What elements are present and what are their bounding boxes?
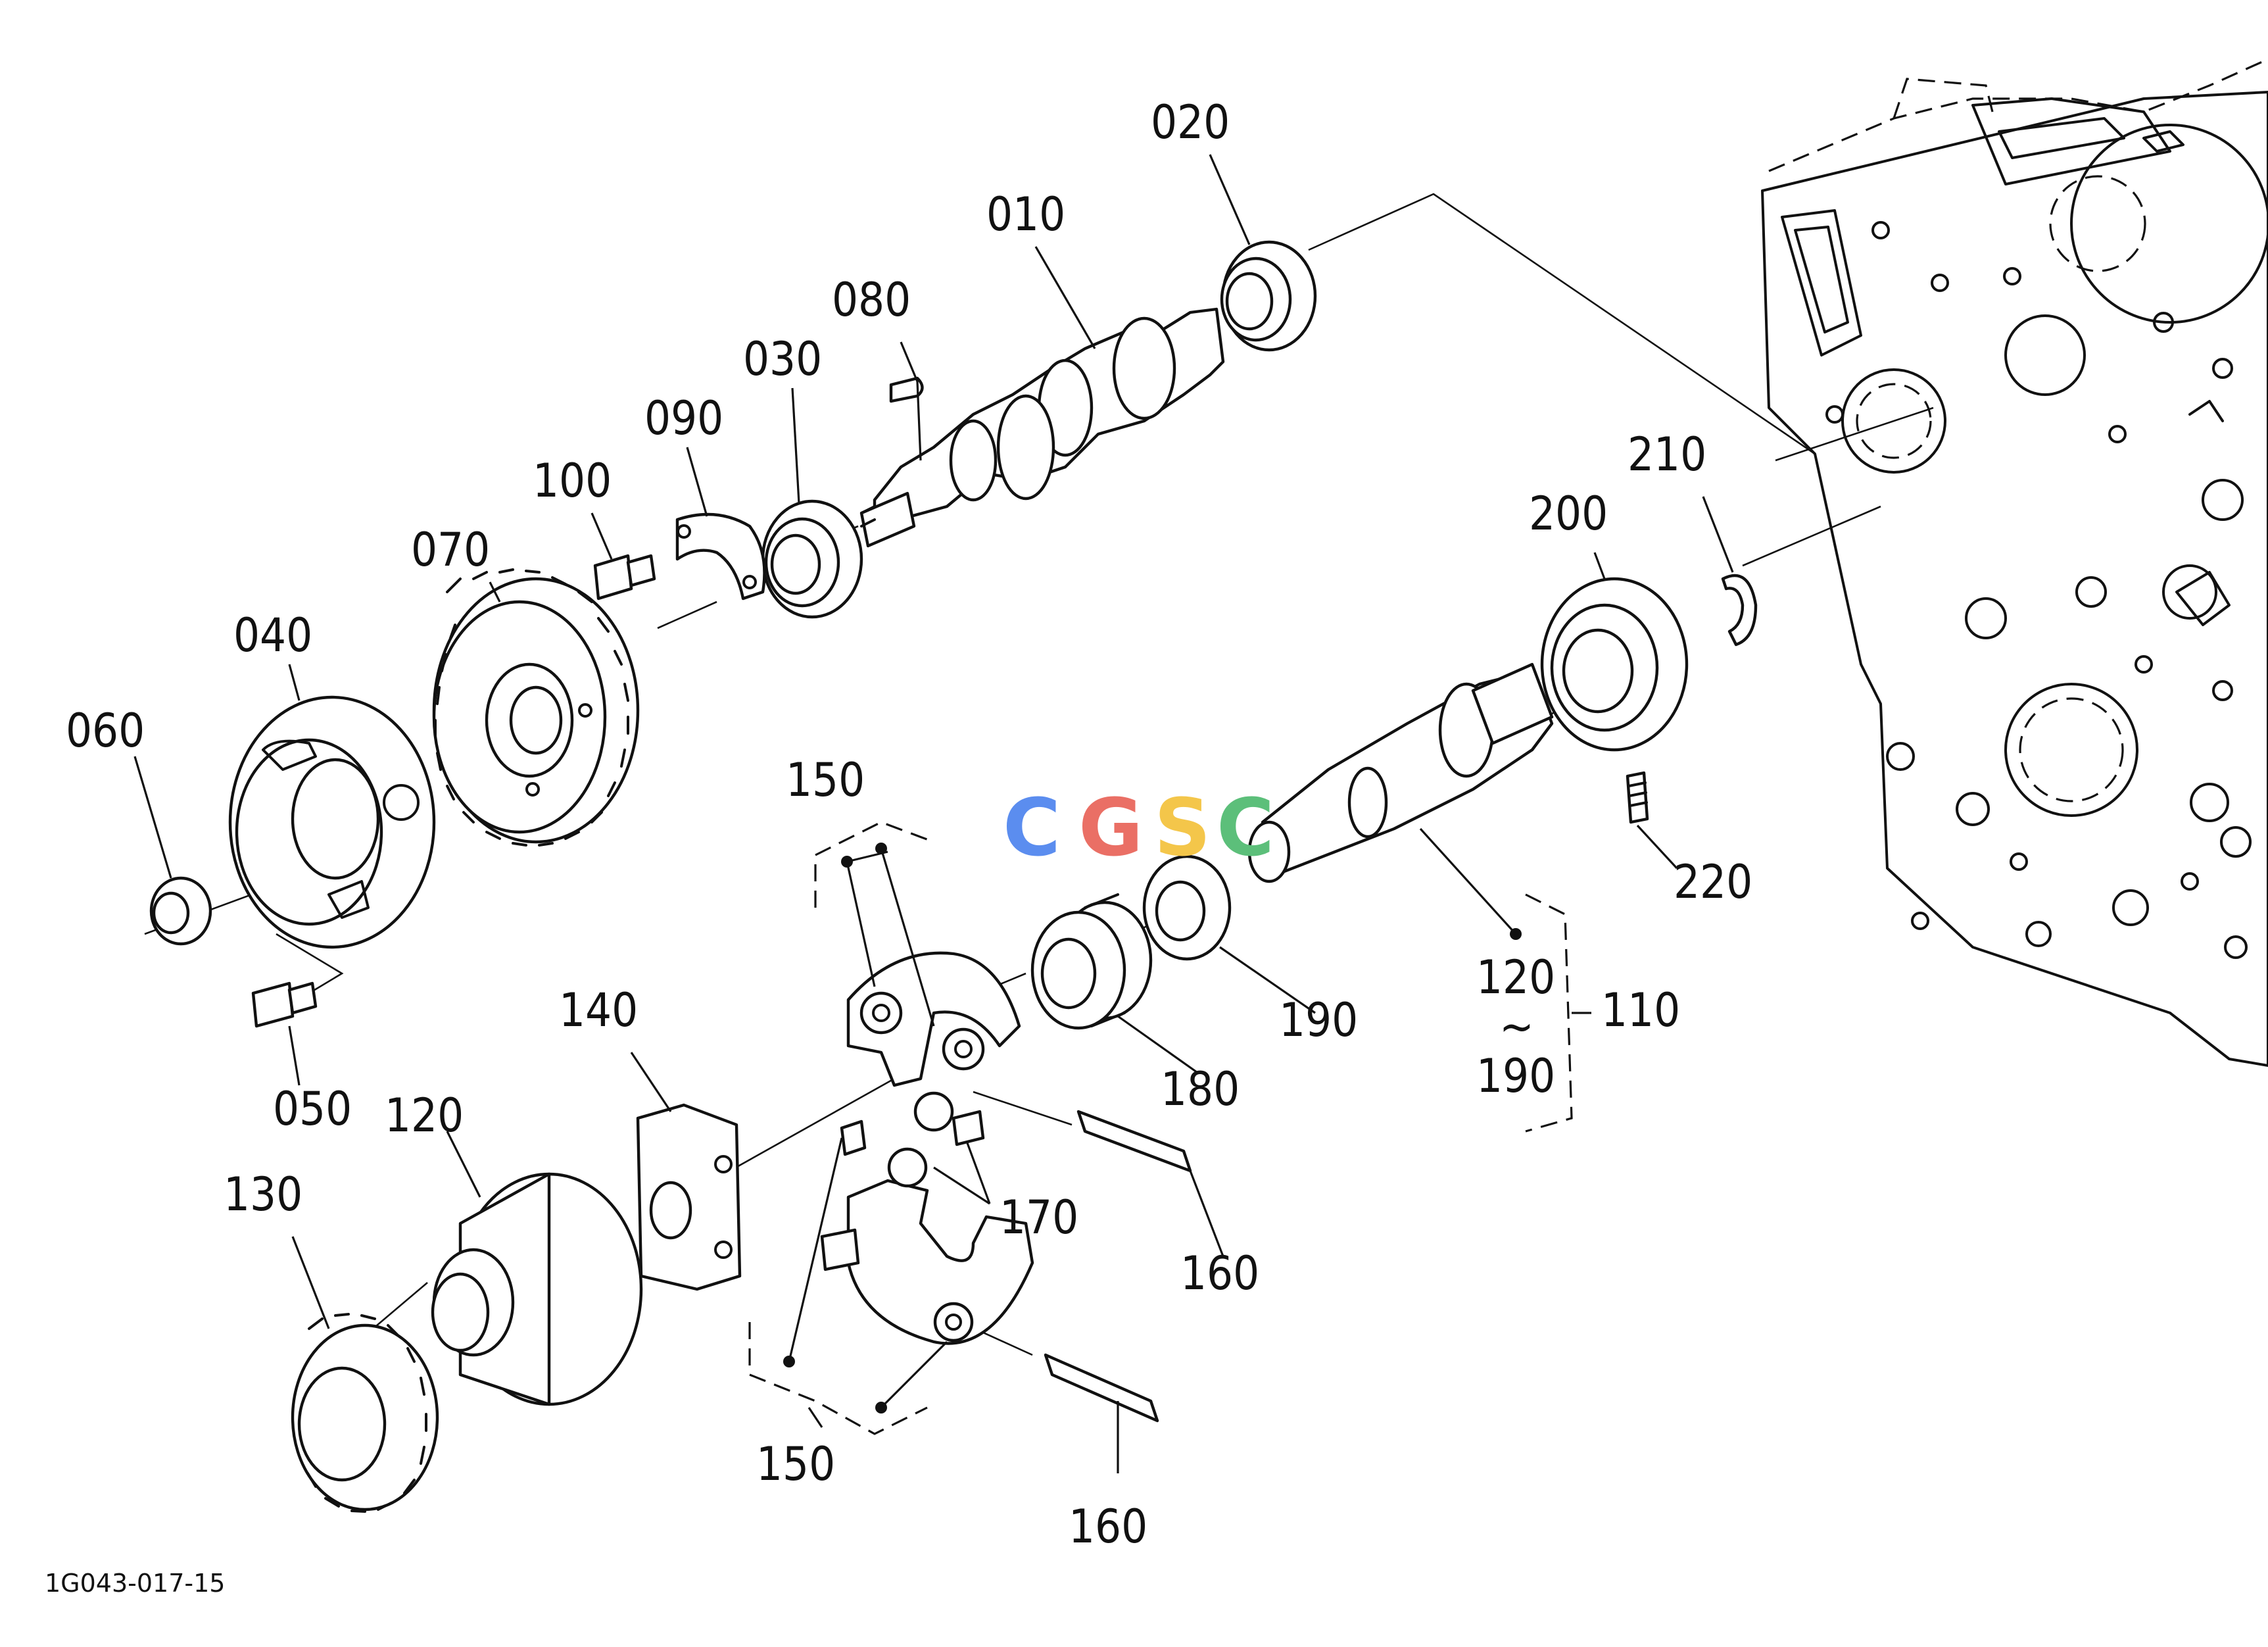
- watermark-letter-g: G: [1078, 783, 1144, 874]
- group-bracket-150-lower: [748, 1137, 948, 1435]
- label-040: 040: [233, 608, 312, 662]
- part-210-circlip: [1721, 574, 1758, 647]
- watermark-logo: C G S C: [1003, 783, 1274, 874]
- part-070-gear: [432, 568, 640, 847]
- part-120-drum: [431, 1172, 643, 1406]
- label-220: 220: [1674, 855, 1752, 909]
- label-200: 200: [1529, 487, 1608, 541]
- label-120: 120: [385, 1089, 464, 1143]
- label-030: 030: [743, 332, 822, 386]
- part-030-bearing: [761, 499, 863, 619]
- part-020-bearing: [1220, 240, 1317, 352]
- part-150-weight-lower: [820, 1179, 1034, 1345]
- label-020: 020: [1151, 95, 1230, 149]
- part-060-nut: [149, 876, 212, 946]
- label-110: 110: [1601, 983, 1680, 1037]
- part-140-plate: [636, 1103, 742, 1291]
- label-160-lower: 160: [1069, 1500, 1147, 1554]
- part-130-gear: [291, 1313, 439, 1513]
- label-080: 080: [832, 273, 911, 327]
- part-200-bearing: [1540, 577, 1689, 752]
- label-050: 050: [273, 1082, 352, 1136]
- watermark-letter-s: S: [1154, 783, 1211, 874]
- label-130: 130: [224, 1168, 302, 1221]
- label-100: 100: [533, 454, 612, 508]
- part-180-sleeve: [1030, 893, 1153, 1030]
- part-010-camshaft: [859, 307, 1225, 548]
- label-150-upper: 150: [786, 753, 865, 807]
- part-labels: 020 010 080 030 090 100 070 040 060 050 …: [66, 95, 1752, 1554]
- label-170: 170: [1000, 1191, 1078, 1244]
- part-220-screw: [1626, 771, 1649, 824]
- leader-lines: [133, 154, 1734, 1473]
- part-050-bolt: [251, 981, 318, 1028]
- label-010: 010: [986, 187, 1065, 241]
- engine-block: [1761, 58, 2268, 1067]
- part-170-spacers: [840, 1091, 985, 1188]
- watermark-letter-c2: C: [1217, 783, 1274, 874]
- part-150-weight-upper: [846, 951, 1021, 1087]
- label-range-to: 190: [1476, 1049, 1555, 1103]
- label-070: 070: [411, 523, 490, 577]
- part-120-shaft-assembly: [1247, 662, 1554, 883]
- part-100-bolt: [593, 554, 656, 601]
- label-210: 210: [1628, 428, 1706, 481]
- label-150-lower: 150: [756, 1437, 835, 1491]
- label-range-from: 120: [1476, 950, 1555, 1004]
- watermark-letter-c1: C: [1003, 783, 1061, 874]
- part-040-gear-case: [228, 695, 436, 949]
- label-140: 140: [559, 983, 638, 1037]
- part-090-thrust-plate: [675, 512, 766, 601]
- label-180: 180: [1161, 1062, 1240, 1116]
- part-160-pins: [1044, 1110, 1192, 1423]
- label-range-tilde: ~: [1499, 1000, 1534, 1054]
- figure-code: 1G043-017-15: [45, 1569, 225, 1598]
- label-160-upper: 160: [1180, 1246, 1259, 1300]
- label-190: 190: [1279, 993, 1358, 1047]
- label-090: 090: [644, 391, 723, 445]
- part-190-washer: [1142, 854, 1232, 961]
- label-060: 060: [66, 704, 145, 758]
